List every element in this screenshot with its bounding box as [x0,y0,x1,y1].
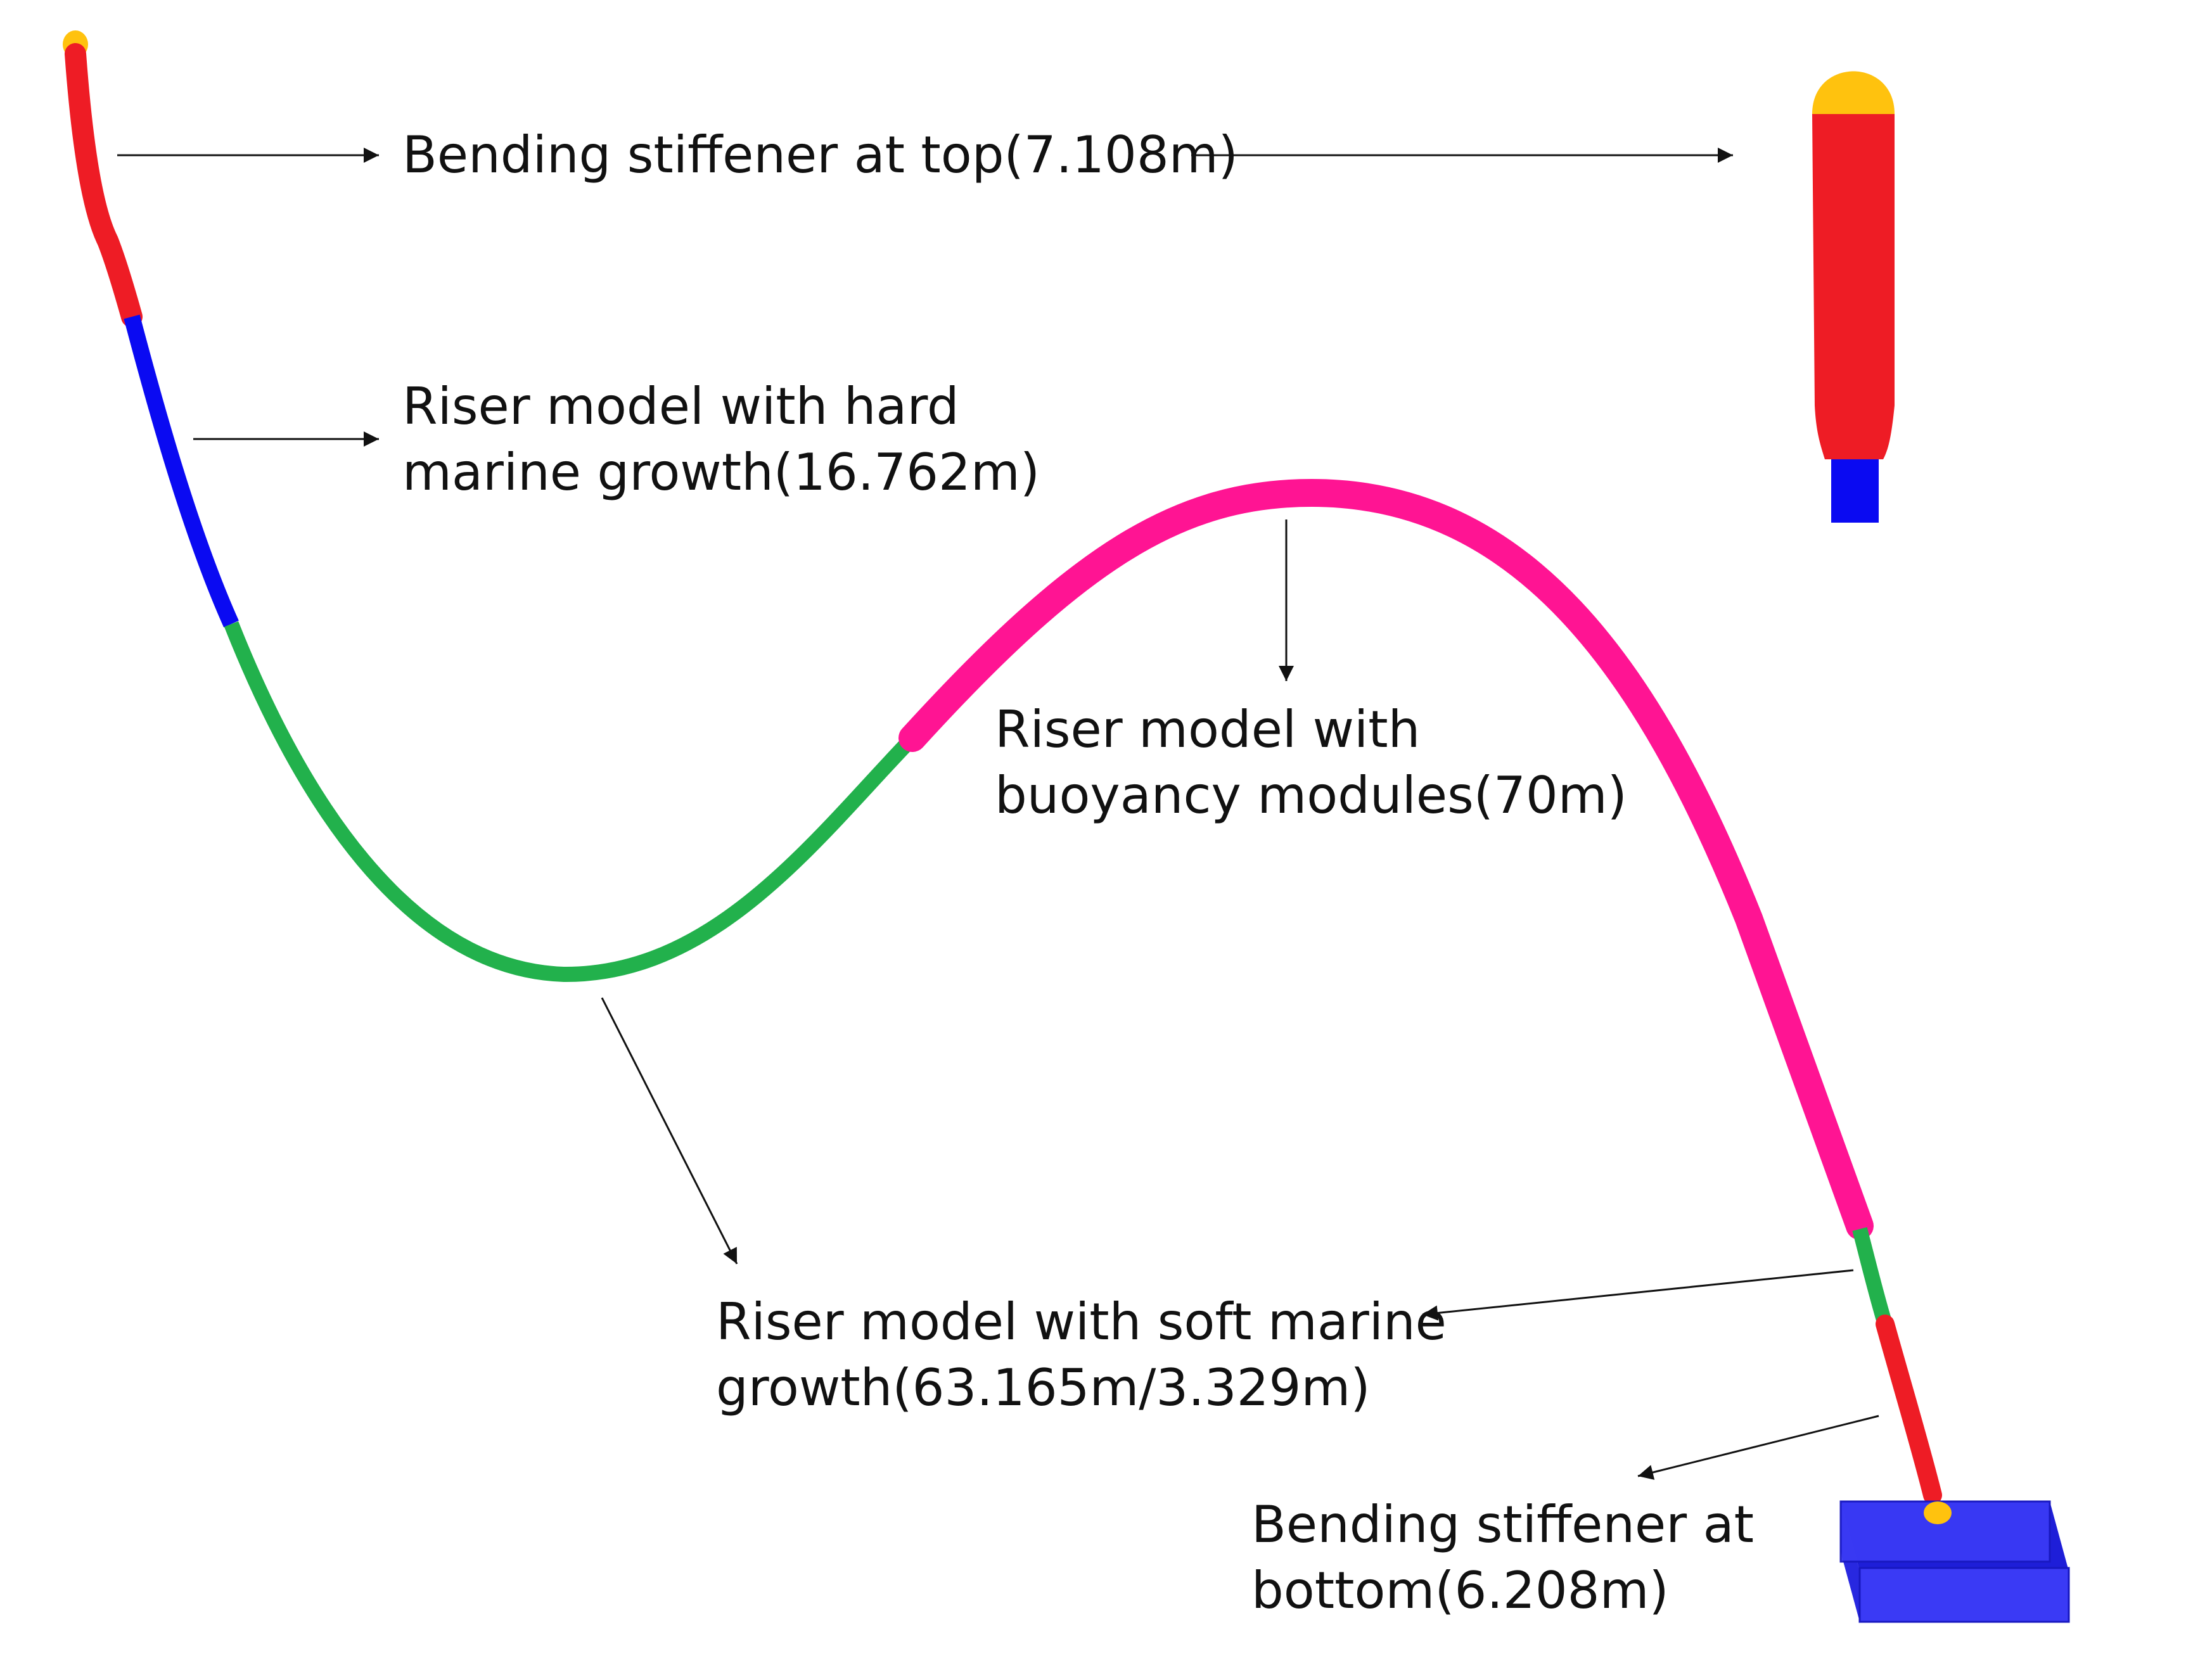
label-top-stiffener: Bending stiffener at top(7.108m) [402,122,1238,188]
label-hard-growth: Riser model with hard marine growth(16.7… [402,374,1040,506]
soft-growth-segment-bottom [1852,1227,1893,1327]
label-soft-growth-line1: Riser model with soft marine [716,1292,1447,1351]
arrow-bottom-stiffener [1637,1415,1879,1480]
detail-yellow-cap [1812,71,1895,114]
label-bottom-stiffener-line2: bottom(6.208m) [1251,1561,1669,1620]
detail-blue-riser [1831,459,1879,523]
soft-growth-segment-sag [224,621,918,983]
label-hard-growth-line2: marine growth(16.762m) [402,443,1040,502]
leader-arrows [117,148,1879,1480]
arrow-soft-growth-sag [601,997,738,1265]
arrow-soft-growth-bottom [1422,1269,1854,1321]
label-buoyancy-line1: Riser model with [995,700,1421,759]
label-buoyancy: Riser model with buoyancy modules(70m) [995,697,1627,829]
label-buoyancy-line2: buoyancy modules(70m) [995,766,1627,825]
top-stiffener-detail [1812,71,1895,523]
hard-growth-segment [124,314,239,628]
buoyancy-segment [898,478,1874,1240]
label-hard-growth-line1: Riser model with hard [402,377,959,436]
label-top-stiffener-line1: Bending stiffener at top(7.108m) [402,125,1238,184]
label-soft-growth: Riser model with soft marine growth(63.1… [716,1289,1447,1421]
top-stiffener-segment [65,43,143,328]
label-soft-growth-line2: growth(63.165m/3.329m) [716,1358,1371,1417]
label-bottom-stiffener: Bending stiffener at bottom(6.208m) [1251,1492,1754,1624]
bottom-end-cap [1924,1501,1952,1524]
detail-red-body [1812,114,1895,459]
label-bottom-stiffener-line1: Bending stiffener at [1251,1495,1754,1554]
riser-line [63,30,1942,1505]
seabed-base [1839,1500,2070,1623]
bottom-stiffener-segment [1876,1315,1942,1505]
